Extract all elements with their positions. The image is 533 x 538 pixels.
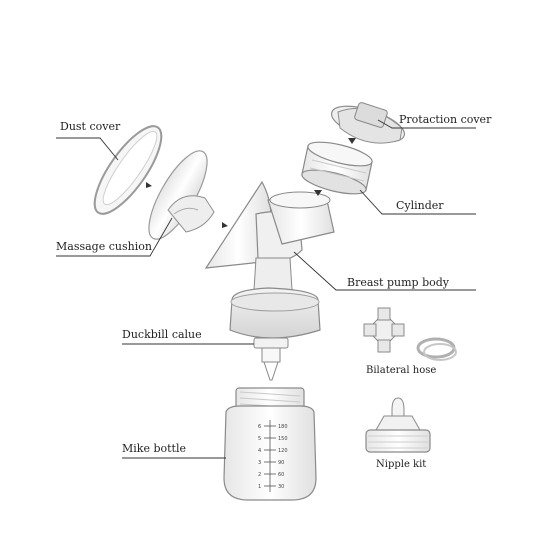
scale-ml-label: 120 [278,448,288,454]
mike-bottle-label: Mike bottle [122,442,186,455]
assembly-arrows [146,138,356,228]
scale-ml-label: 180 [278,424,288,430]
scale-oz-label: 1 [258,484,261,490]
cylinder-leader [359,189,476,215]
nipple-kit-label: Nipple kit [376,459,427,470]
arrow-icon [348,138,356,144]
arrow-icon [222,222,228,228]
protection-cover-part [331,102,405,144]
duckbill-valve-label: Duckbill calue [122,328,202,341]
scale-oz-label: 2 [258,472,261,478]
bilateral-hose-label: Bilateral hose [366,365,437,376]
scale-ml-label: 90 [278,460,284,466]
scale-ml-label: 150 [278,436,288,442]
dust-cover-part [93,125,163,215]
massage-cushion-label: Massage cushion [56,240,152,253]
cylinder-label: Cylinder [396,199,444,212]
massage-cushion-leader [56,217,173,257]
arrow-icon [146,182,152,188]
leader-lines [56,119,476,459]
dust-cover-label: Dust cover [60,120,121,133]
nipple-kit-part [365,397,431,453]
breast-pump-body-part [204,180,335,339]
scale-oz-label: 3 [258,460,261,466]
breast-pump-body-leader [293,251,476,291]
massage-cushion-part [148,150,215,240]
cylinder-part [301,141,373,195]
duckbill-valve-part [253,337,289,381]
dust-cover-leader [56,137,119,161]
mike-bottle-part: 6 180 5 150 4 120 3 90 2 60 1 30 [223,387,317,501]
scale-oz-label: 4 [258,448,261,454]
breast-pump-body-label: Breast pump body [347,276,449,289]
bilateral-hose-part [363,307,457,361]
scale-ml-label: 30 [278,484,284,490]
arrow-icon [314,190,322,196]
protection-cover-leader [377,119,476,129]
scale-oz-label: 5 [258,436,261,442]
bottle-scale: 6 180 5 150 4 120 3 90 2 60 1 30 [258,424,288,490]
scale-oz-label: 6 [258,424,261,430]
scale-ml-label: 60 [278,472,284,478]
protection-cover-label: Protaction cover [399,113,492,126]
